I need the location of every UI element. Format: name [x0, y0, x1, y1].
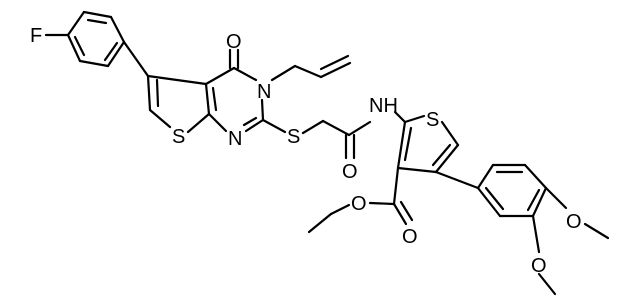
bond	[484, 186, 505, 211]
bond	[66, 10, 86, 37]
bond	[204, 82, 211, 116]
bond	[440, 120, 460, 147]
bond	[583, 222, 610, 240]
bond	[207, 112, 228, 133]
atom-o-ester-single: O	[351, 193, 367, 215]
bond	[106, 40, 126, 68]
atom-s-thiophene-right: S	[426, 109, 439, 131]
bond	[261, 118, 287, 134]
bond	[78, 59, 110, 68]
bond	[260, 98, 265, 122]
bond	[148, 108, 172, 129]
bond	[155, 78, 160, 108]
bond	[66, 33, 82, 63]
bond	[73, 35, 86, 57]
bond	[319, 61, 352, 79]
bonds	[44, 10, 610, 296]
bond	[392, 202, 408, 226]
bond	[186, 112, 211, 134]
bond	[232, 66, 258, 82]
bond	[204, 66, 236, 86]
bond	[393, 110, 407, 124]
atom-o-ketone: O	[226, 31, 242, 53]
bond	[368, 201, 396, 206]
atom-o-amide: O	[342, 161, 358, 183]
atom-s-thiophene-left: S	[172, 126, 185, 148]
bond	[146, 74, 152, 112]
bond	[396, 120, 407, 170]
bond	[319, 54, 350, 71]
bond	[544, 186, 568, 210]
atom-o-methoxy-3: O	[531, 255, 547, 277]
bond	[531, 186, 548, 218]
bond	[321, 119, 351, 137]
bond	[434, 170, 480, 190]
bond	[476, 186, 502, 218]
bond	[242, 116, 258, 127]
bond	[531, 214, 541, 254]
atom-labels: F O N S N S O NH S O O O O	[30, 25, 582, 277]
bond	[347, 120, 372, 137]
bond	[526, 188, 541, 212]
atom-o-methoxy-4: O	[566, 211, 582, 233]
bond	[392, 166, 400, 206]
atom-o-ester-double: O	[402, 226, 418, 248]
bond	[399, 200, 414, 222]
bond	[211, 86, 218, 112]
bond	[86, 18, 108, 25]
atom-n-ring: N	[257, 81, 271, 103]
bond	[146, 74, 208, 86]
bond	[431, 143, 452, 167]
bond	[270, 64, 297, 82]
atom-f: F	[30, 25, 42, 47]
bond	[434, 143, 460, 174]
bond	[301, 119, 325, 135]
bond	[329, 203, 351, 216]
atom-nh: NH	[369, 95, 398, 117]
bond	[403, 114, 426, 124]
bond	[122, 40, 150, 78]
bond	[537, 272, 557, 296]
atom-s-thioether: S	[287, 126, 300, 148]
bond	[307, 212, 333, 234]
bond	[244, 118, 265, 133]
atom-n-pyrimidine: N	[228, 128, 242, 150]
bond	[396, 166, 438, 174]
bond	[523, 163, 548, 190]
bond	[403, 126, 413, 162]
bond	[103, 41, 119, 62]
bond	[109, 15, 126, 44]
bond	[293, 64, 323, 79]
bond	[82, 10, 113, 19]
bond	[476, 163, 495, 190]
